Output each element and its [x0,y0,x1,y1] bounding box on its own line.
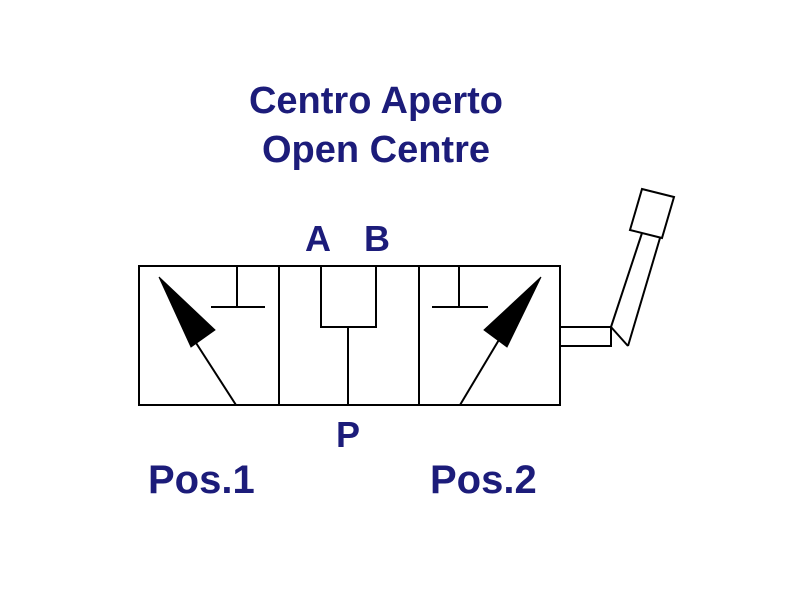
lever-arm-right [627,237,661,347]
open-centre-loop [320,266,377,328]
lever-base [559,326,612,347]
envelope-pos2 [432,266,542,406]
port-label-p: P [336,414,361,455]
lever-link-top [610,326,629,347]
lever-arm-left [610,232,643,328]
envelope-pos1 [158,266,265,406]
lever-handle [628,187,676,240]
position-label-2: Pos.2 [430,458,537,502]
envelope-centre [320,266,377,405]
flow-arrow-head-pos1 [158,276,216,348]
port-label-a: A [305,218,331,259]
title-english: Open Centre [261,129,491,171]
position-label-1: Pos.1 [148,458,255,502]
flow-arrow-head-pos2 [483,276,542,348]
port-label-b: B [364,218,390,259]
lever-actuator [559,187,676,347]
title-italian: Centro Aperto [248,80,504,122]
